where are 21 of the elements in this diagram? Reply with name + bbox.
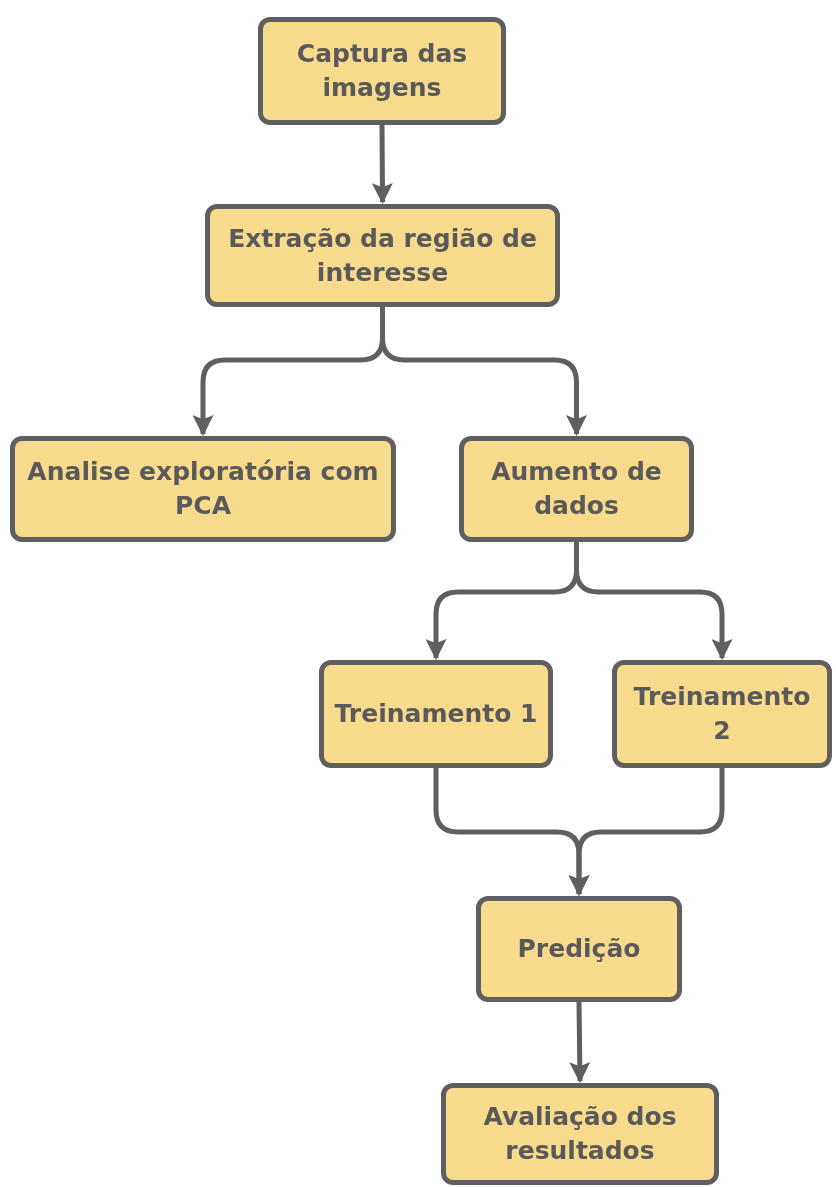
arrow (574, 542, 733, 661)
arrow (568, 768, 725, 897)
box-label: Analise exploratória com PCA (26, 456, 380, 522)
process-box (441, 1083, 719, 1185)
box-label: Predição (517, 933, 641, 966)
box-label: Aumento de dados (490, 456, 663, 522)
process-box (10, 436, 396, 542)
process-box (258, 17, 506, 125)
arrow (569, 1001, 591, 1084)
process-box (476, 896, 682, 1002)
process-box (459, 436, 694, 542)
process-box (612, 660, 832, 768)
box-label: Treinamento 2 (632, 681, 812, 747)
arrow (380, 307, 587, 437)
arrow (371, 125, 393, 205)
box-label: Treinamento 1 (334, 698, 538, 731)
process-box (319, 660, 553, 768)
box-label: Captura das imagens (295, 38, 469, 104)
process-box (205, 204, 560, 307)
box-label: Extração da região de interesse (227, 222, 538, 289)
box-label: Avaliação dos resultados (482, 1101, 678, 1167)
